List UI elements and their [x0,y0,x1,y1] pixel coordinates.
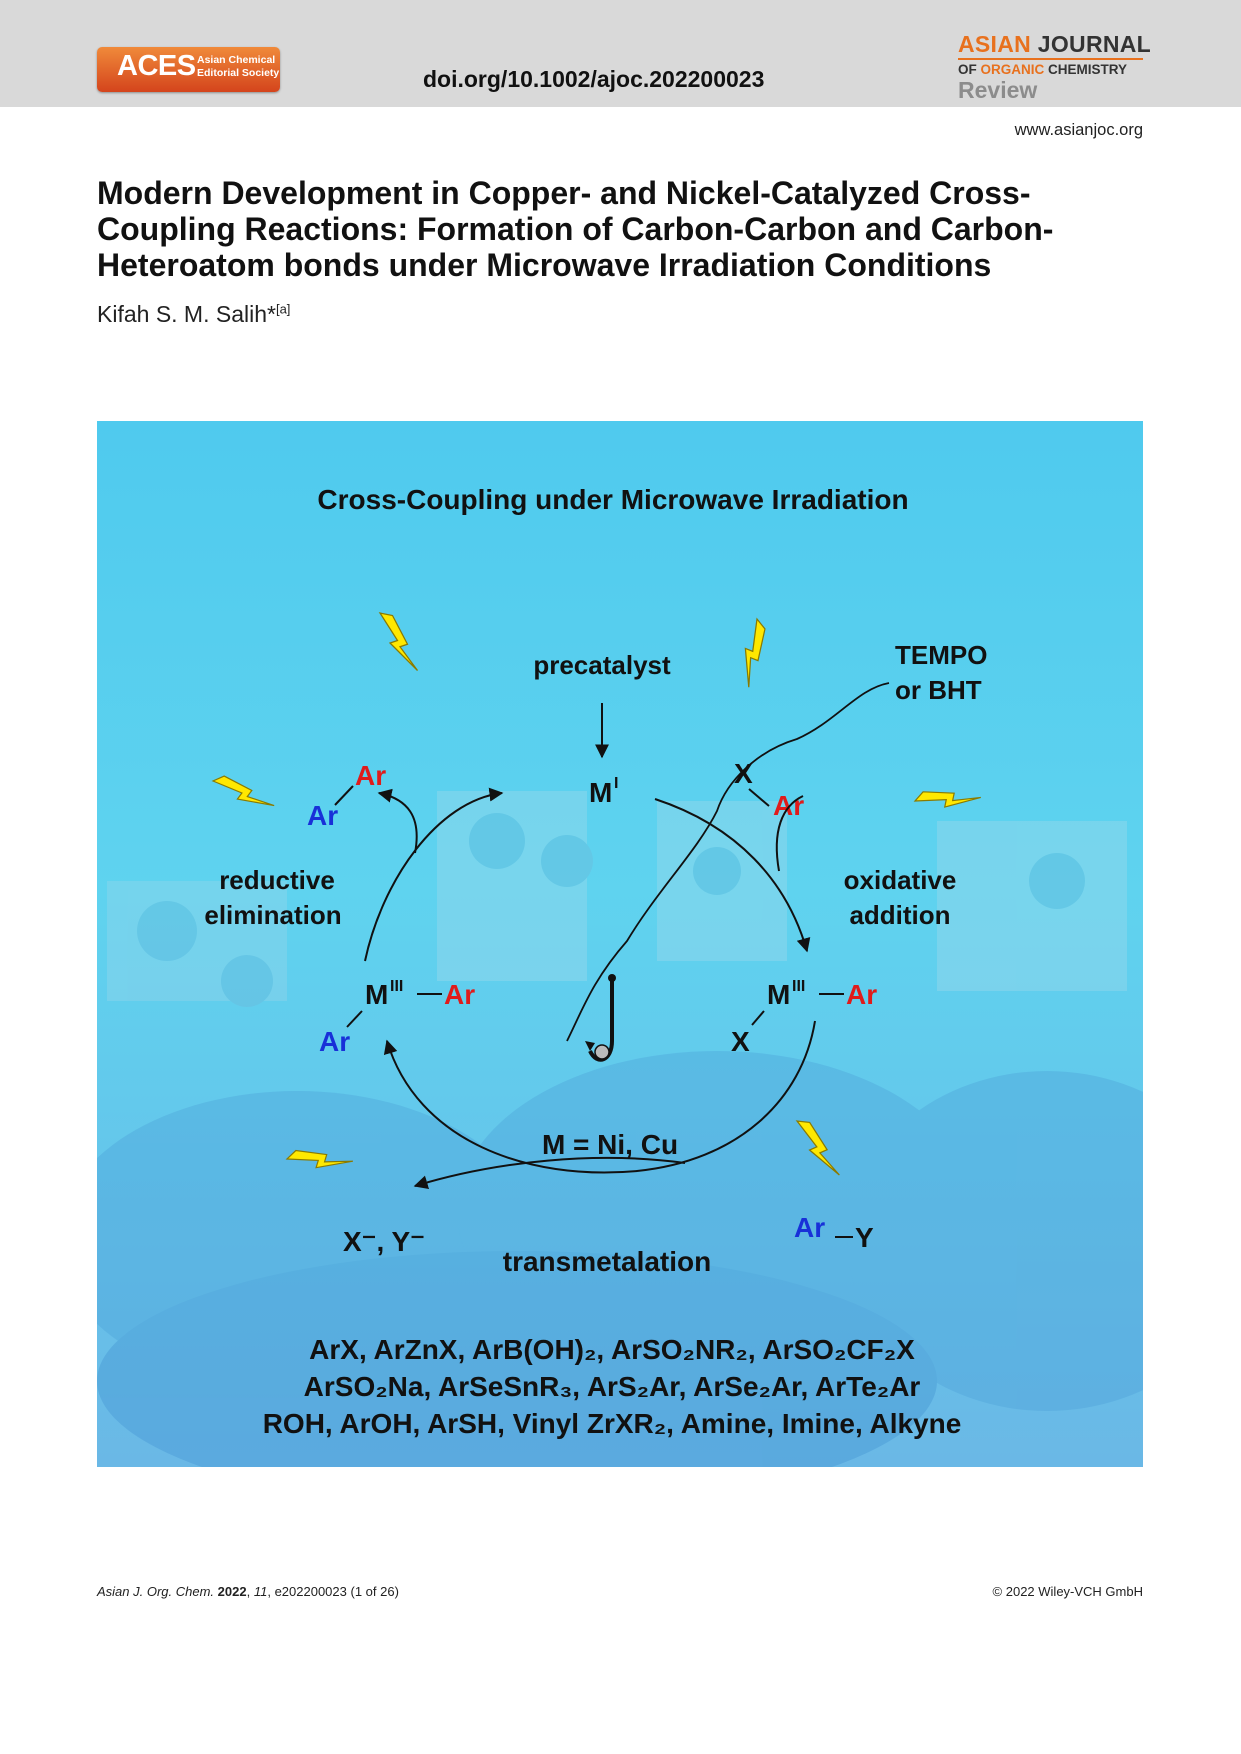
graphical-abstract-svg: Cross-Coupling under Microwave Irradiati… [97,421,1143,1467]
substrates-line-2: ArSO₂Na, ArSeSnR₃, ArS₂Ar, ArSe₂Ar, ArTe… [304,1371,921,1402]
inhibitor-curve [566,682,890,1042]
substrate-aryl: Ar [773,790,804,821]
journal-logo[interactable]: ASIAN JOURNAL OF ORGANIC CHEMISTRY Revie… [958,31,1151,103]
fishhook-icon [585,974,616,1062]
page-count: (1 of 26) [350,1584,399,1599]
aces-logo[interactable]: ACES Asian Chemical Editorial Society [97,47,280,92]
author-affiliation-mark: [a] [275,301,291,317]
bht-label: or BHT [895,675,982,705]
journal-word-organic: ORGANIC [980,62,1045,77]
metal-m-i: M I [589,775,618,808]
article-number: e202200023 [274,1584,347,1599]
byproduct-arrow [413,1156,686,1190]
product-aryl-red: Ar [355,760,386,791]
copyright-notice: © 2022 Wiley-VCH GmbH [992,1584,1143,1599]
author-line: Kifah S. M. Salih*[a] [97,301,290,328]
oxidative-addition-arrow [654,798,811,953]
transmetalation-label: transmetalation [503,1246,712,1277]
svg-text:III: III [390,978,403,995]
svg-text:M: M [365,979,388,1010]
svg-text:M: M [589,777,612,808]
substrates-line-3: ROH, ArOH, ArSH, Vinyl ZrXR₂, Amine, Imi… [263,1408,962,1439]
figure-heading: Cross-Coupling under Microwave Irradiati… [317,484,908,515]
byproducts-label: X⁻, Y⁻ [343,1226,425,1257]
journal-word-chemistry: CHEMISTRY [1048,62,1128,77]
article-type-label: Review [958,77,1038,103]
metals-label: M = Ni, Cu [542,1129,678,1160]
journal-divider [958,58,1143,60]
svg-text:Ar: Ar [846,979,877,1010]
substrate-entry-curve [775,795,804,872]
journal-word-journal: JOURNAL [1037,31,1152,57]
left-metal-complex: M III Ar Ar [319,978,475,1057]
aces-logo-subtitle: Asian Chemical Editorial Society [197,54,280,79]
citation-footer: Asian J. Org. Chem. 2022, 11, e202200023… [97,1584,399,1599]
nucleophile-aryl: Ar [794,1212,825,1243]
journal-word-asian: ASIAN [958,31,1032,57]
author-name: Kifah S. M. Salih* [97,301,276,327]
svg-text:Ar: Ar [444,979,475,1010]
journal-word-of: OF [958,62,977,77]
transmetalation-arc [383,1020,816,1174]
tempo-label: TEMPO [895,640,987,670]
oxidative-label: oxidative [844,865,957,895]
svg-text:X: X [731,1026,750,1057]
substrate-bond [748,788,770,807]
background-scenery [97,791,1143,1467]
nucleophile-leaving-group: Y [855,1222,874,1253]
svg-text:III: III [792,978,805,995]
graphical-abstract: Cross-Coupling under Microwave Irradiati… [97,421,1143,1467]
article-title: Modern Development in Copper- and Nickel… [97,175,1054,283]
citation-volume: 11 [253,1584,268,1599]
svg-text:Ar: Ar [319,1026,350,1057]
elimination-label: elimination [204,900,341,930]
product-bond [334,785,354,806]
precatalyst-label: precatalyst [533,650,671,680]
substrates-line-1: ArX, ArZnX, ArB(OH)₂, ArSO₂NR₂, ArSO₂CF₂… [309,1334,915,1365]
substrate-halide: X [734,758,753,789]
aces-logo-text: ACES [117,50,196,82]
figure-background [97,421,1143,1467]
right-metal-complex: M III Ar X [731,978,877,1057]
doi-link[interactable]: doi.org/10.1002/ajoc.202200023 [423,66,765,92]
citation-year: 2022 [217,1584,247,1599]
journal-website-link[interactable]: www.asianjoc.org [1014,121,1143,139]
svg-text:M: M [767,979,790,1010]
svg-text:I: I [614,775,618,792]
product-aryl-blue: Ar [307,800,338,831]
journal-abbreviation: Asian J. Org. Chem. [97,1584,215,1599]
addition-label: addition [849,900,950,930]
product-release-arrow [377,788,418,854]
reductive-label: reductive [219,865,335,895]
